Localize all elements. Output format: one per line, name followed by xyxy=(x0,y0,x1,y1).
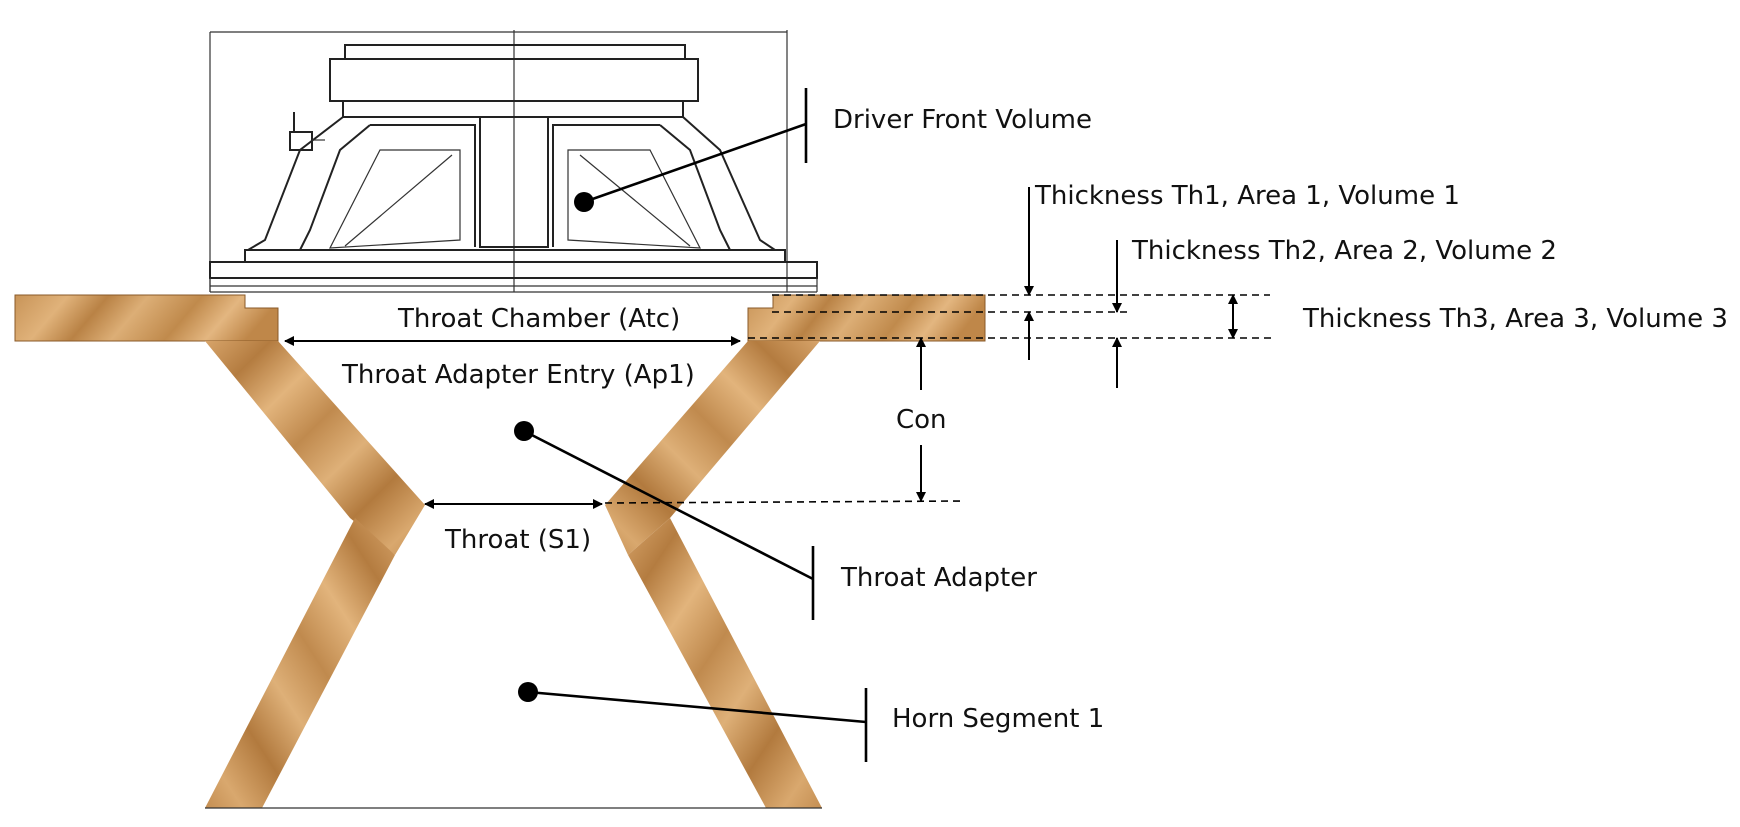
horn-segment-walls xyxy=(205,518,822,809)
label-driver-front-volume: Driver Front Volume xyxy=(833,105,1092,135)
label-con: Con xyxy=(896,405,947,435)
speaker-driver xyxy=(209,30,818,293)
leader-driver-front-volume xyxy=(574,88,808,212)
leader-horn-segment xyxy=(518,682,868,762)
label-th3: Thickness Th3, Area 3, Volume 3 xyxy=(1302,304,1728,334)
label-throat-adapter-entry: Throat Adapter Entry (Ap1) xyxy=(341,360,695,390)
label-throat: Throat (S1) xyxy=(444,525,591,555)
throat-adapter-walls xyxy=(205,341,820,555)
label-throat-adapter: Throat Adapter xyxy=(840,563,1037,593)
label-throat-chamber: Throat Chamber (Atc) xyxy=(397,304,680,334)
leader-throat-adapter xyxy=(514,421,815,620)
dimension-arrows xyxy=(284,187,1238,509)
label-th2: Thickness Th2, Area 2, Volume 2 xyxy=(1131,236,1557,266)
label-horn-segment: Horn Segment 1 xyxy=(892,704,1104,734)
label-th1: Thickness Th1, Area 1, Volume 1 xyxy=(1034,181,1460,211)
baffle-board xyxy=(14,294,986,342)
